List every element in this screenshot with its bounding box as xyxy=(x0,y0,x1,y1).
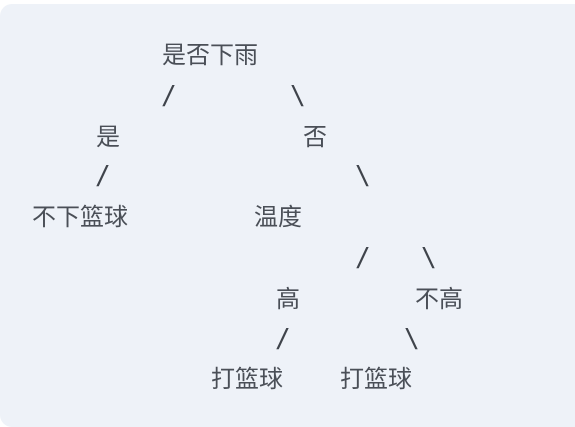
edge-temp-high: / xyxy=(355,243,371,273)
node-is-raining: 是否下雨 xyxy=(162,41,258,69)
edge-root-yes: / xyxy=(161,81,177,111)
node-high: 高 xyxy=(276,285,300,313)
node-temperature: 温度 xyxy=(254,203,302,231)
edge-temp-not-high: \ xyxy=(421,243,437,273)
diagram-panel xyxy=(0,4,575,427)
node-yes: 是 xyxy=(96,123,120,151)
node-play-basketball-2: 打篮球 xyxy=(340,365,412,393)
node-not-high: 不高 xyxy=(415,285,463,313)
node-no: 否 xyxy=(303,123,327,151)
edge-not-high-play: \ xyxy=(404,324,420,354)
node-play-basketball-1: 打篮球 xyxy=(211,365,283,393)
edge-yes-leaf: / xyxy=(95,161,111,191)
edge-high-play: / xyxy=(275,324,291,354)
node-no-basketball: 不下篮球 xyxy=(32,203,128,231)
edge-no-temperature: \ xyxy=(355,161,371,191)
edge-root-no: \ xyxy=(290,81,306,111)
